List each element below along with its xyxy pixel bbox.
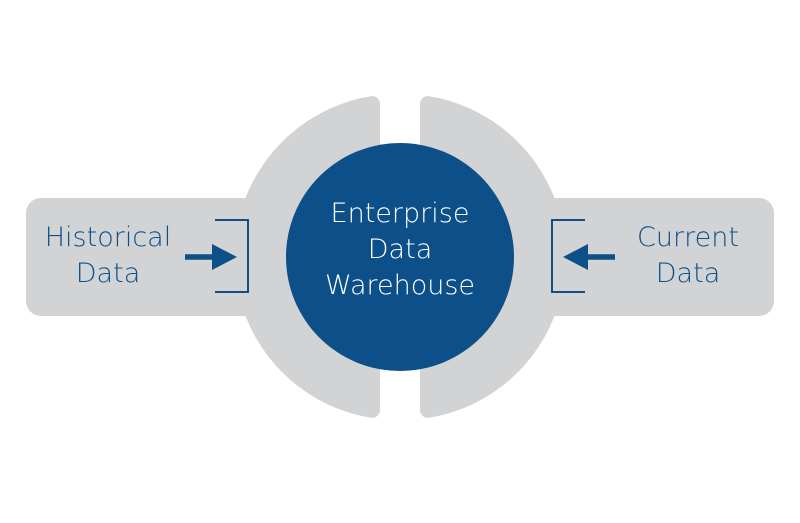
center-label-line2: Data xyxy=(368,234,432,265)
left-input-box xyxy=(26,198,280,316)
left-bracket xyxy=(215,219,249,293)
right-input-box xyxy=(520,198,774,316)
center-label-line3: Warehouse xyxy=(325,270,475,301)
left-input-label-line2: Data xyxy=(76,258,140,289)
right-input-label-line2: Data xyxy=(656,258,720,289)
center-label-line1: Enterprise xyxy=(331,198,470,229)
left-input-label-line1: Historical xyxy=(45,222,171,253)
center-warehouse-circle xyxy=(286,143,514,371)
left-arrow-head xyxy=(212,244,237,270)
right-input-label-line1: Current xyxy=(637,222,739,253)
right-arrow-head xyxy=(563,244,588,270)
right-bracket xyxy=(551,219,585,293)
